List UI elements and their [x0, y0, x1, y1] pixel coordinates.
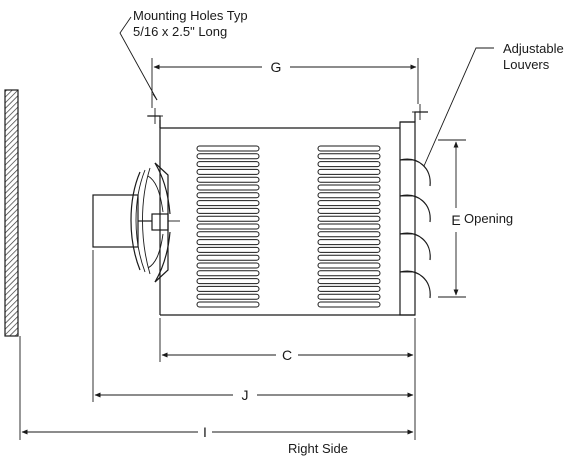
wall-hatch [4, 89, 19, 337]
dimension-line-i [19, 336, 416, 440]
vent-slots-right [317, 145, 381, 308]
vent-slot [317, 200, 381, 207]
vent-slot [196, 270, 260, 277]
view-caption: Right Side [288, 441, 348, 456]
vent-slot [196, 293, 260, 300]
vent-slot [317, 278, 381, 285]
vent-slot [196, 161, 260, 168]
vent-slot [317, 145, 381, 152]
vent-slot [317, 254, 381, 261]
adjustable-louvers-label-line1: Adjustable [503, 41, 564, 56]
vent-slot [196, 207, 260, 214]
vent-slot [317, 192, 381, 199]
vent-slot [196, 223, 260, 230]
dimension-line-g [151, 58, 419, 108]
mounting-bracket-right [412, 104, 428, 122]
dimension-c-label: C [282, 347, 292, 363]
dimension-e-label: E [451, 212, 460, 228]
louver-blade [399, 270, 431, 299]
louver-blade [399, 194, 431, 223]
vent-slot [196, 246, 260, 253]
adjustable-louvers-label-line2: Louvers [503, 57, 550, 72]
mounting-holes-label-line2: 5/16 x 2.5" Long [133, 24, 227, 39]
mounting-holes-leader [119, 16, 158, 101]
mounting-bracket-left [147, 108, 163, 128]
vent-slot [196, 239, 260, 246]
vent-slot [196, 192, 260, 199]
vent-slot [317, 270, 381, 277]
vent-slot [196, 168, 260, 175]
vent-slot [317, 301, 381, 308]
adjustable-louvers-leader [423, 47, 494, 167]
dimension-g-label: G [271, 59, 282, 75]
vent-slot [196, 262, 260, 269]
vent-slot [196, 231, 260, 238]
vent-slot [317, 262, 381, 269]
vent-slot [317, 231, 381, 238]
vent-slot [196, 254, 260, 261]
mounting-holes-label-line1: Mounting Holes Typ [133, 8, 248, 23]
opening-label: Opening [464, 211, 513, 226]
vent-slot [317, 184, 381, 191]
vent-slots-left [196, 145, 260, 308]
vent-slot [196, 153, 260, 160]
vent-slot [196, 215, 260, 222]
vent-slot [317, 246, 381, 253]
vent-slot [317, 239, 381, 246]
vent-slot [317, 207, 381, 214]
vent-slot [317, 153, 381, 160]
dimension-line-e [438, 139, 466, 298]
louver-blade [399, 158, 431, 187]
dimension-i-label: I [203, 424, 207, 440]
vent-slot [317, 215, 381, 222]
vent-slot [317, 161, 381, 168]
vent-slot [196, 184, 260, 191]
dimension-line-c [159, 318, 416, 362]
vent-slot [196, 200, 260, 207]
heater-cabinet [159, 120, 416, 316]
vent-slot [317, 176, 381, 183]
vent-slot [196, 278, 260, 285]
vent-slot [317, 285, 381, 292]
vent-slot [196, 176, 260, 183]
vent-slot [317, 223, 381, 230]
vent-slot [196, 301, 260, 308]
dimension-j-label: J [242, 387, 249, 403]
vent-slot [317, 293, 381, 300]
vent-slot [196, 285, 260, 292]
louver-blade [399, 232, 431, 261]
vent-slot [317, 168, 381, 175]
vent-slot [196, 145, 260, 152]
adjustable-louver-blades [399, 158, 431, 299]
dimension-line-j [92, 250, 416, 402]
